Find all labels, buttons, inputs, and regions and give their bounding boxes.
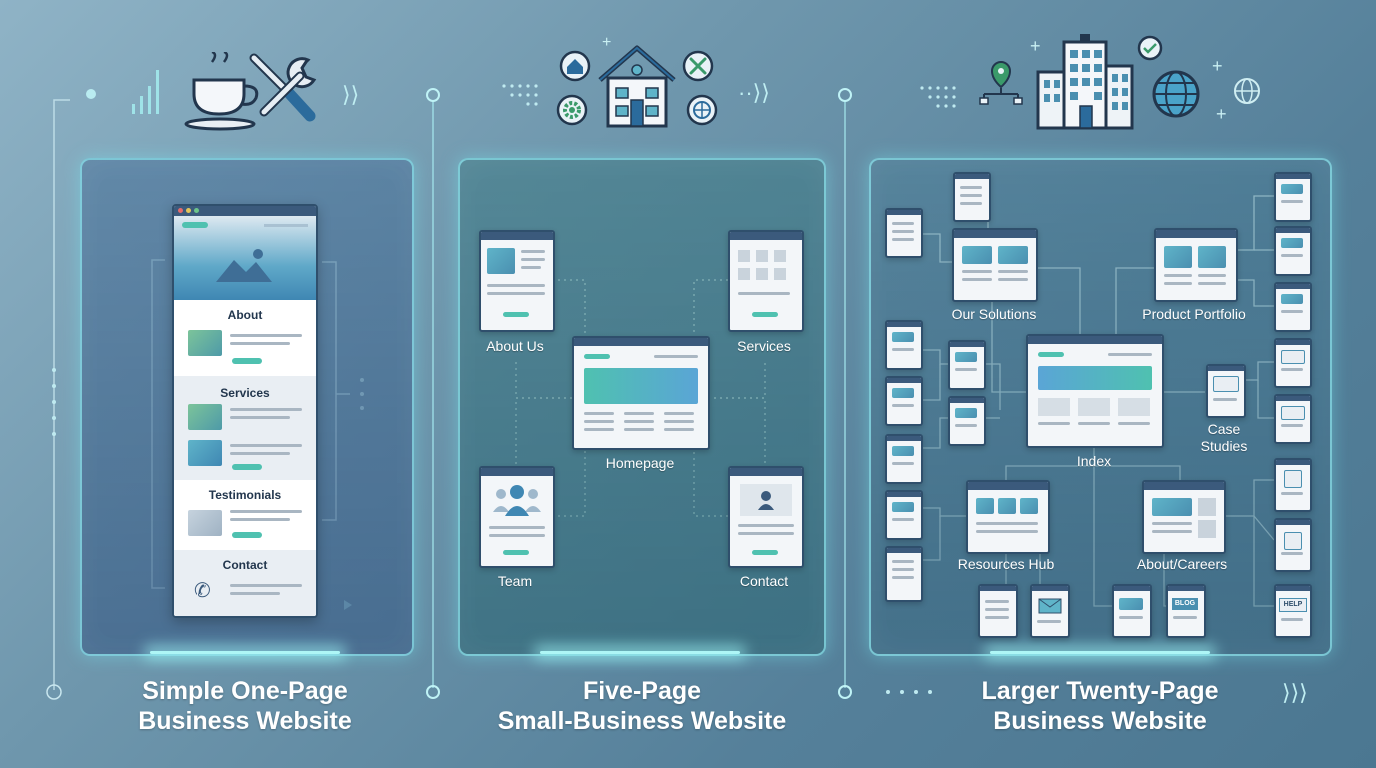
hub-label-case-studies: Case Studies: [1200, 421, 1248, 454]
resources-hub-page: [966, 480, 1050, 554]
hub-label-product-portfolio: Product Portfolio: [1142, 306, 1246, 322]
small-page: [1112, 584, 1152, 638]
hub-label-index: Index: [1076, 453, 1112, 469]
small-page: [885, 546, 923, 602]
small-page: [885, 490, 923, 540]
small-page: [1274, 282, 1312, 332]
mail-icon: [1038, 598, 1062, 614]
wrench-screwdriver-icon: [248, 52, 320, 133]
section-label: Services: [220, 386, 270, 400]
chevrons-right-icon: ⟩⟩: [342, 82, 360, 107]
home-icon: [559, 50, 591, 87]
blog-page: BLOG: [1166, 584, 1206, 638]
product-portfolio-page: [1154, 228, 1238, 302]
chevrons-right-icon: ⟩⟩⟩: [1282, 680, 1308, 705]
panel-title-twenty-page: Larger Twenty-Page Business Website: [981, 677, 1219, 735]
tools-icon: [682, 50, 714, 87]
mail-page: [1030, 584, 1070, 638]
checkmark-icon: [1136, 34, 1164, 67]
small-page: [1274, 226, 1312, 276]
index-page: [1026, 334, 1164, 448]
page-label-contact: Contact: [739, 573, 789, 589]
panel-title-five-page: Five-Page Small-Business Website: [497, 677, 787, 735]
contact-page: [728, 466, 804, 568]
plus-icon: +: [1030, 36, 1041, 56]
small-page: [948, 396, 986, 446]
hub-label-about-careers: About/Careers: [1136, 556, 1228, 572]
small-page: [1274, 394, 1312, 444]
hero-banner: [174, 216, 316, 300]
browser-bar: [174, 206, 316, 216]
services-page: [728, 230, 804, 332]
section-label: Contact: [222, 558, 268, 572]
section-label: Testimonials: [208, 488, 282, 502]
small-page: [953, 172, 991, 222]
contact-section: Contact ✆: [174, 550, 316, 616]
plus-icon: +: [1216, 104, 1227, 124]
globe-icon: [686, 94, 718, 131]
dots-grid-icon: [918, 84, 962, 115]
globe-icon: [1232, 76, 1262, 111]
page-label-services: Services: [737, 338, 791, 354]
one-page-site-mockup: About Services Testimonials Contact ✆: [172, 204, 318, 618]
house-icon: [592, 42, 682, 135]
small-page: [885, 376, 923, 426]
panel-glow: [990, 651, 1210, 654]
our-solutions-page: [952, 228, 1038, 302]
team-people-icon: [493, 485, 541, 516]
small-page: [1274, 458, 1312, 512]
chevrons-right-icon: ··⟩⟩: [738, 80, 770, 105]
small-page: [948, 340, 986, 390]
small-page: [1274, 518, 1312, 572]
location-pin-icon: [978, 58, 1024, 111]
plus-icon: +: [1212, 56, 1223, 76]
page-label-team: Team: [497, 573, 533, 589]
panel-glow: [150, 651, 340, 654]
image-placeholder-icon: [188, 404, 222, 430]
small-page: [885, 434, 923, 484]
team-page: [479, 466, 555, 568]
image-placeholder-icon: [188, 330, 222, 356]
small-page: [885, 208, 923, 258]
panel-glow: [540, 651, 740, 654]
help-page: HELP: [1274, 584, 1312, 638]
about-careers-page: [1142, 480, 1226, 554]
panel-title-one-page: Simple One-Page Business Website: [138, 677, 352, 735]
coffee-cup-icon: [182, 50, 268, 137]
blog-badge: BLOG: [1172, 598, 1198, 610]
person-icon: [758, 491, 774, 510]
image-placeholder-icon: [188, 510, 222, 536]
hub-label-resources-hub: Resources Hub: [957, 556, 1055, 572]
office-building-icon: [1030, 34, 1140, 135]
image-placeholder-icon: [216, 249, 272, 282]
page-label-homepage: Homepage: [605, 455, 675, 471]
dots-grid-icon: [500, 82, 540, 113]
testimonials-section: Testimonials: [174, 480, 316, 550]
help-badge: HELP: [1279, 598, 1307, 612]
services-section: Services: [174, 376, 316, 480]
about-us-page: [479, 230, 555, 332]
homepage: [572, 336, 710, 450]
globe-icon: [1150, 68, 1202, 125]
small-page: [1274, 172, 1312, 222]
case-studies-page: [1206, 364, 1246, 418]
bar-chart-icon: [130, 66, 168, 121]
phone-icon: ✆: [194, 580, 211, 602]
small-page: [885, 320, 923, 370]
about-section: About: [174, 300, 316, 376]
section-label: About: [227, 308, 263, 322]
page-label-about-us: About Us: [486, 338, 544, 354]
hub-label-our-solutions: Our Solutions: [951, 306, 1037, 322]
plus-icon: +: [602, 34, 612, 51]
small-page: [1274, 338, 1312, 388]
gear-icon: [556, 94, 588, 131]
image-placeholder-icon: [188, 440, 222, 466]
small-page: [978, 584, 1018, 638]
